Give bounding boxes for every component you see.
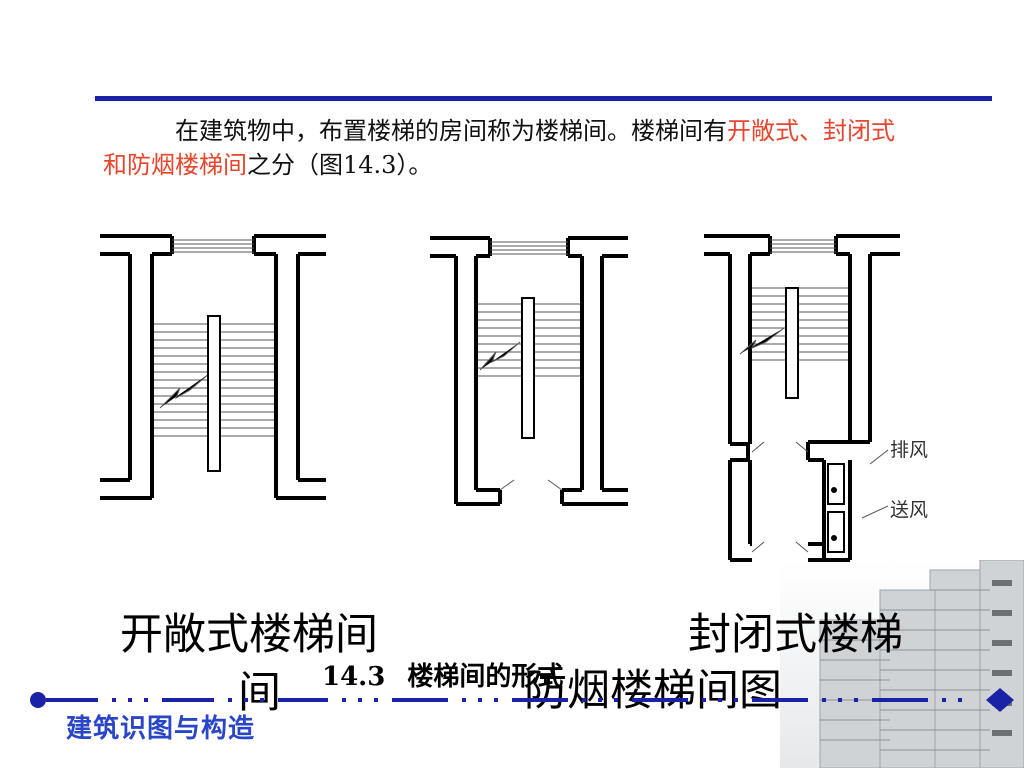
- supply-label: 送风: [890, 499, 928, 521]
- footer-dot-icon: [30, 692, 46, 708]
- intro-text: 在建筑物中，布置楼梯的房间称为楼梯间。楼梯间有: [175, 117, 727, 145]
- smoke-proof-stair-plan: 排风 送风: [700, 228, 950, 568]
- intro-text-end: 之分（图14.3）。: [247, 151, 433, 179]
- footer-diamond-icon: [986, 688, 1014, 712]
- caption-open-stair: 开敞式楼梯间: [120, 610, 378, 660]
- open-stair-plan: [100, 228, 328, 504]
- caption-closed-stair: 封闭式楼梯: [688, 610, 903, 660]
- closed-stair-plan: [430, 232, 630, 508]
- figure-number: 14.3: [322, 662, 386, 692]
- intro-highlight: 开敞式、封闭式和防烟楼梯间: [103, 117, 895, 179]
- figure-caption: 14.3 楼梯间的形式: [322, 656, 563, 693]
- header-rule: [95, 96, 992, 101]
- footer-rule: [30, 688, 1014, 712]
- footer-title: 建筑识图与构造: [66, 714, 256, 744]
- caption-wrap-char: 间: [238, 668, 281, 718]
- caption-smoke-stair: 防烟楼梯间图: [524, 666, 782, 716]
- intro-paragraph: 在建筑物中，布置楼梯的房间称为楼梯间。楼梯间有开敞式、封闭式和防烟楼梯间之分（图…: [103, 114, 903, 182]
- building-photo: [780, 560, 1024, 768]
- figure-title: 楼梯间的形式: [407, 662, 564, 692]
- exhaust-label: 排风: [890, 439, 928, 461]
